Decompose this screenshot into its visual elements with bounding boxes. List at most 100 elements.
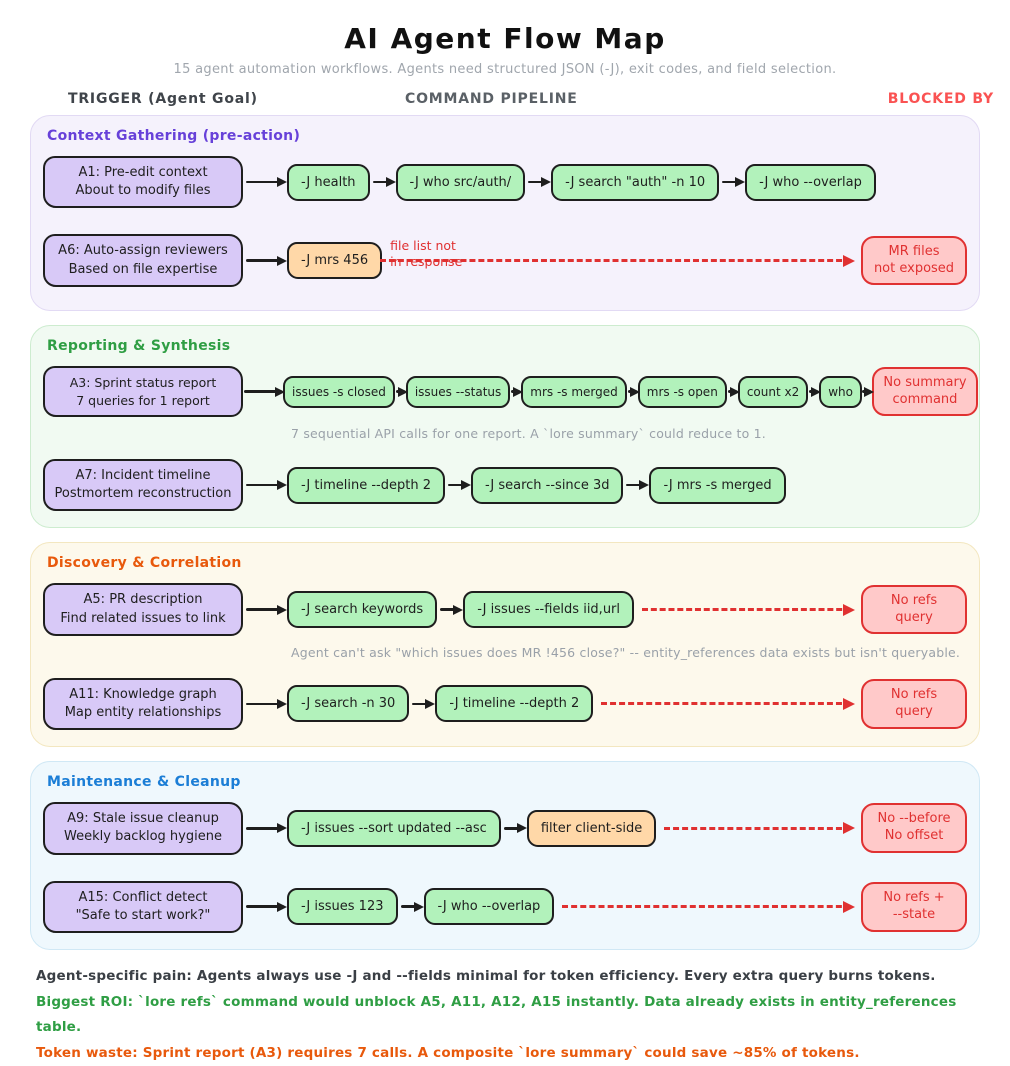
command-box: -J issues --sort updated --asc [287, 809, 501, 847]
command-box: -J who --overlap [423, 888, 555, 926]
blocked-line: command [892, 391, 958, 407]
trigger-line: A6: Auto-assign reviewers [58, 243, 228, 259]
flow-arrow-icon [400, 905, 421, 908]
section-title: Discovery & Correlation [47, 555, 242, 572]
trigger-line: Based on file expertise [68, 261, 218, 277]
blocked-box: No summary command [871, 366, 978, 417]
command-box: -J issues --fields iid,url [463, 591, 635, 629]
section-context-gathering: Context Gathering (pre-action) A1: Pre-e… [30, 115, 980, 311]
command-box: -J mrs 456 [287, 242, 383, 280]
trigger-line: A7: Incident timeline [75, 468, 211, 483]
column-header-trigger: TRIGGER (Agent Goal) [68, 91, 258, 107]
trigger-line: A3: Sprint status report [69, 375, 217, 390]
command-box: mrs -s merged [521, 375, 627, 408]
blocked-dashed-arrow-icon [562, 900, 855, 913]
workflow-row-a11: A11: Knowledge graph Map entity relation… [43, 677, 967, 731]
footer-note-pain: Agent-specific pain: Agents always use -… [36, 967, 936, 984]
blocked-line: No refs [890, 592, 938, 608]
flow-arrow-icon [511, 390, 521, 393]
column-header-pipeline: COMMAND PIPELINE [405, 91, 578, 107]
workflow-row-a7: A7: Incident timeline Postmortem reconst… [43, 459, 967, 512]
blocked-line: No refs [890, 687, 938, 703]
trigger-line: About to modify files [75, 183, 211, 199]
trigger-line: A15: Conflict detect [78, 889, 208, 905]
trigger-line: 7 queries for 1 report [76, 392, 210, 408]
command-box: -J search keywords [287, 591, 438, 629]
column-header-blocked: BLOCKED BY [887, 91, 994, 107]
command-box: who [819, 375, 862, 408]
workflow-row-a15: A15: Conflict detect "Safe to start work… [43, 880, 967, 933]
trigger-box-a9: A9: Stale issue cleanup Weekly backlog h… [43, 802, 243, 855]
workflow-row-a6: A6: Auto-assign reviewers Based on file … [43, 234, 967, 287]
command-box: issues --status [405, 375, 511, 408]
command-box: -J health [287, 163, 370, 201]
warning-line: file list not [390, 237, 456, 253]
blocked-box: No refs query [861, 584, 967, 635]
blocked-line: query [895, 609, 933, 625]
workflow-row-a3: A3: Sprint status report 7 queries for 1… [43, 366, 978, 417]
command-box: -J issues 123 [287, 888, 398, 926]
section-title: Maintenance & Cleanup [47, 774, 241, 791]
flow-arrow-icon [503, 827, 524, 830]
blocked-dashed-arrow-icon [664, 822, 855, 835]
flow-arrow-icon [246, 180, 284, 184]
warning-line: in response [390, 253, 463, 269]
flow-arrow-icon [246, 608, 284, 611]
blocked-dashed-arrow-icon [601, 697, 855, 710]
workflow-row-a5: A5: PR description Find related issues t… [43, 583, 967, 636]
flow-arrow-icon [372, 180, 393, 184]
trigger-box-a15: A15: Conflict detect "Safe to start work… [43, 880, 243, 933]
blocked-dashed-arrow-icon [642, 603, 855, 616]
trigger-line: A9: Stale issue cleanup [67, 811, 219, 827]
section-title: Context Gathering (pre-action) [47, 128, 301, 144]
blocked-line: No refs + [883, 889, 945, 905]
command-box: -J timeline --depth 2 [287, 466, 445, 504]
flow-arrow-icon [722, 180, 743, 184]
section-title: Reporting & Synthesis [47, 338, 231, 354]
trigger-line: A1: Pre-edit context [78, 165, 208, 180]
flow-arrow-icon [727, 390, 737, 393]
column-headers: TRIGGER (Agent Goal) COMMAND PIPELINE BL… [0, 91, 1010, 115]
trigger-box-a7: A7: Incident timeline Postmortem reconst… [43, 459, 243, 512]
workflow-row-a1: A1: Pre-edit context About to modify fil… [43, 156, 967, 209]
trigger-line: Weekly backlog hygiene [64, 829, 222, 845]
flow-arrow-icon [246, 259, 284, 262]
flow-arrow-icon [395, 390, 405, 393]
blocked-line: not exposed [873, 260, 955, 276]
flow-arrow-icon [440, 608, 461, 611]
page-subtitle: 15 agent automation workflows. Agents ne… [173, 62, 837, 77]
command-box: -J search --since 3d [470, 466, 624, 504]
flow-arrow-icon [246, 905, 284, 908]
blocked-line: MR files [888, 243, 940, 259]
command-box: -J mrs -s merged [649, 466, 786, 504]
flow-arrow-icon [447, 483, 468, 487]
blocked-line: --state [892, 906, 936, 922]
blocked-box: No refs query [861, 679, 967, 729]
trigger-line: Map entity relationships [64, 704, 222, 720]
flow-arrow-icon [244, 390, 282, 393]
blocked-box: No --before No offset [861, 803, 967, 854]
command-box: issues -s closed [283, 375, 395, 408]
command-box: filter client-side [526, 809, 657, 847]
section-maintenance-cleanup: Maintenance & Cleanup A9: Stale issue cl… [30, 761, 980, 950]
flow-arrow-icon [246, 702, 284, 706]
page-title: AI Agent Flow Map [344, 22, 666, 55]
blocked-line: No summary [883, 374, 967, 390]
command-box: -J search -n 30 [287, 685, 410, 723]
command-box: -J timeline --depth 2 [435, 685, 594, 723]
workflow-row-a9: A9: Stale issue cleanup Weekly backlog h… [43, 802, 967, 855]
blocked-box: MR files not exposed [861, 235, 967, 286]
footer-note-waste: Token waste: Sprint report (A3) requires… [36, 1044, 860, 1061]
command-box: mrs -s open [637, 375, 727, 408]
flow-arrow-icon [809, 390, 819, 393]
flow-arrow-icon [861, 390, 871, 393]
trigger-box-a5: A5: PR description Find related issues t… [43, 583, 243, 636]
command-box: -J search "auth" -n 10 [551, 163, 720, 201]
trigger-box-a1: A1: Pre-edit context About to modify fil… [43, 156, 243, 209]
blocked-line: No --before [877, 811, 951, 827]
command-box: count x2 [737, 375, 809, 408]
trigger-box-a3: A3: Sprint status report 7 queries for 1… [43, 366, 243, 417]
section-reporting-synthesis: Reporting & Synthesis A3: Sprint status … [30, 325, 980, 529]
blocked-box: No refs + --state [861, 881, 967, 932]
